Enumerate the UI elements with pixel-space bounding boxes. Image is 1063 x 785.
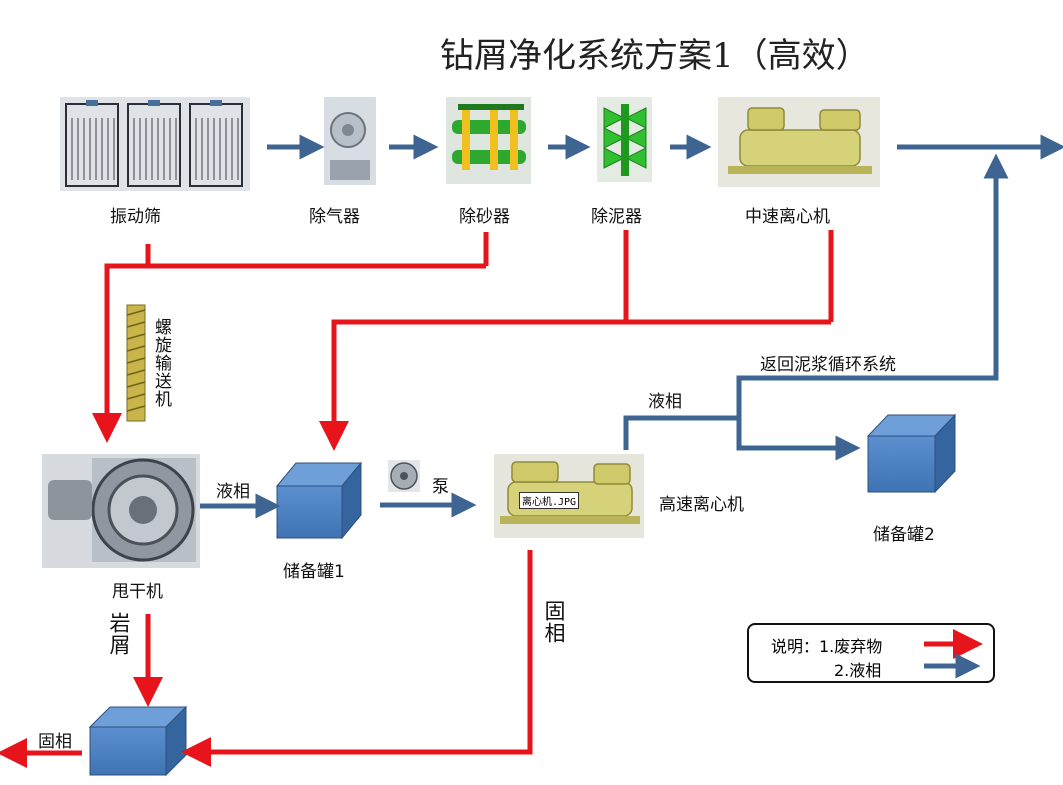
- label-liquid-1: 液相: [216, 482, 250, 502]
- label-solid-out: 固相: [38, 732, 72, 752]
- legend-box: 说明：1.废弃物 2.液相: [747, 623, 995, 683]
- label-liquid-2: 液相: [648, 392, 682, 412]
- desilter-image: [597, 97, 652, 182]
- label-mid-centrifuge: 中速离心机: [745, 207, 830, 227]
- dryer-image: [42, 454, 200, 568]
- tank1-box: [275, 461, 363, 540]
- label-desilter: 除泥器: [591, 207, 642, 227]
- waste-flow-lines: [0, 230, 983, 768]
- arrow-to-tank2: [736, 418, 861, 461]
- label-tank2: 储备罐2: [873, 525, 935, 545]
- line-centrifuge-liquid: [623, 415, 739, 450]
- label-high-centrifuge: 高速离心机: [659, 495, 744, 515]
- arrow-solid-to-box: [181, 550, 533, 767]
- pump-image: [388, 460, 420, 492]
- liquid-flow-lines: [200, 134, 1063, 519]
- solids-box: [88, 705, 188, 777]
- label-solid-vertical: 固相: [542, 600, 566, 644]
- label-degasser: 除气器: [309, 207, 360, 227]
- diagram-title: 钻屑净化系统方案1（高效）: [440, 36, 870, 76]
- label-return-system: 返回泥浆循环系统: [760, 355, 896, 375]
- label-screw-conveyor: 螺旋输送机: [151, 318, 171, 408]
- desander-image: [446, 97, 531, 184]
- label-pump: 泵: [432, 477, 449, 497]
- image-filename-tag: 离心机.JPG: [519, 492, 580, 509]
- label-desander: 除砂器: [459, 207, 510, 227]
- label-cuttings: 岩屑: [107, 612, 131, 656]
- legend-line-waste: 说明：1.废弃物: [771, 637, 883, 656]
- screw-conveyor-image: [126, 304, 146, 422]
- arrow-return-system: [736, 153, 1009, 444]
- tank2-box: [866, 413, 957, 494]
- shaker-image: [60, 97, 250, 191]
- mid-centrifuge-image: [718, 97, 880, 187]
- degasser-image: [324, 97, 376, 185]
- label-dryer: 甩干机: [112, 582, 163, 602]
- label-shaker: 振动筛: [110, 207, 161, 227]
- arrow-to-tank1: [319, 319, 831, 451]
- label-tank1: 储备罐1: [283, 562, 345, 582]
- arrow-to-dryer: [92, 263, 486, 443]
- legend-line-liquid: 2.液相: [834, 661, 882, 680]
